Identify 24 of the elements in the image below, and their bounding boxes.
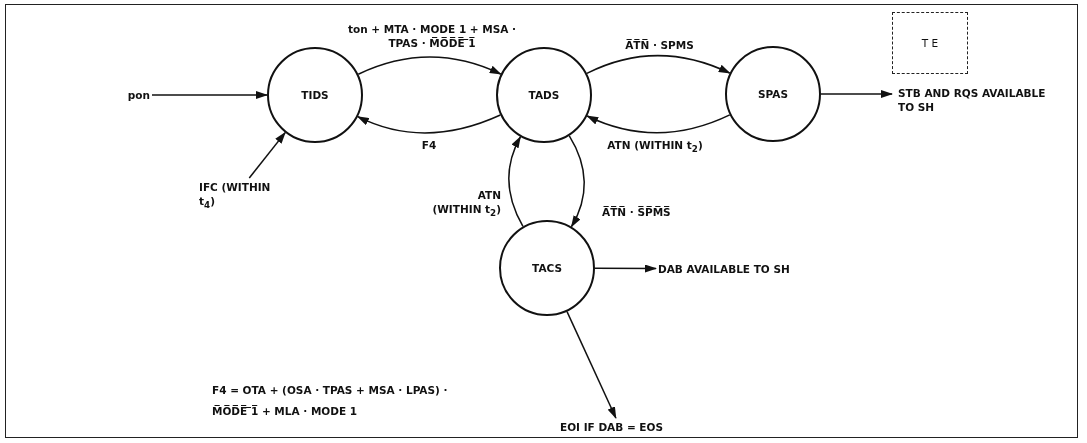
arrow <box>586 54 731 75</box>
output-label: DAB AVAILABLE TO SH <box>658 261 790 277</box>
arrow <box>248 131 286 179</box>
arrow <box>508 135 524 228</box>
output-label: EOI IF DAB = EOS <box>560 419 663 435</box>
output-label: STB AND RQS AVAILABLE TO SH <box>898 85 1047 115</box>
formula-note: F4 = OTA + (OSA · TPAS + MSA · LPAS) · M̅O̅D̅E̅ ̅1̅ + MLA · MODE 1 <box>212 383 449 419</box>
input-label: IFC (WITHIN t$_{4}$) <box>199 179 271 213</box>
arrow <box>594 264 657 273</box>
state-name: TADS <box>528 87 560 103</box>
arrow <box>357 56 502 76</box>
arrow <box>820 90 893 98</box>
state-name: TACS <box>532 260 562 276</box>
state-name: SPAS <box>758 86 788 102</box>
dashed-box <box>892 12 968 74</box>
state-circle <box>496 47 592 143</box>
arrow <box>586 114 731 134</box>
arrow <box>356 114 502 134</box>
arrow <box>151 91 268 99</box>
arrow <box>568 135 585 228</box>
state-name: T E <box>921 35 939 51</box>
input-label: pon <box>127 87 150 103</box>
arrow <box>566 310 617 419</box>
state-name: TIDS <box>301 87 329 103</box>
